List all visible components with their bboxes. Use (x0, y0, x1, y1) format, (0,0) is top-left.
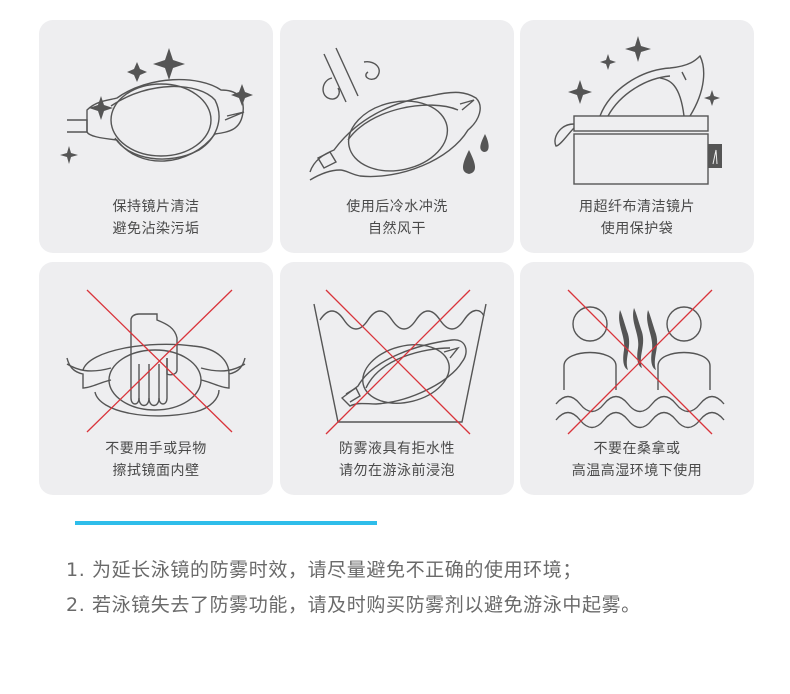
card-caption: 防雾液具有拒水性 请勿在游泳前浸泡 (339, 441, 455, 479)
card-caption: 使用后冷水冲洗 自然风干 (346, 199, 448, 237)
card-no-hand-wiping: 不要用手或异物 擦拭镜面内壁 (39, 262, 273, 495)
care-instructions-grid: 保持镜片清洁 避免沾染污垢 使用后冷水冲洗 自然风 (39, 20, 754, 495)
hand-wiping-lens-icon (66, 289, 246, 433)
note-item: 1. 为延长泳镜的防雾时效，请尽量避免不正确的使用环境； (66, 559, 582, 581)
card-caption: 保持镜片清洁 避免沾染污垢 (112, 199, 200, 237)
usage-notes: 1. 为延长泳镜的防雾时效，请尽量避免不正确的使用环境； 2. 若泳镜失去了防雾… (66, 553, 641, 623)
card-caption: 用超纤布清洁镜片 使用保护袋 (579, 199, 695, 237)
rinse-dry-goggle-icon (309, 47, 489, 181)
sauna-steam-icon (555, 289, 725, 435)
card-rinse-and-dry: 使用后冷水冲洗 自然风干 (280, 20, 514, 253)
card-cloth-and-pouch: 用超纤布清洁镜片 使用保护袋 (520, 20, 754, 253)
goggle-soaking-icon (313, 289, 487, 435)
sparkling-goggle-icon (60, 48, 253, 164)
card-caption: 不要在桑拿或 高温高湿环境下使用 (571, 441, 703, 479)
card-caption: 不要用手或异物 擦拭镜面内壁 (105, 441, 207, 479)
note-item: 2. 若泳镜失去了防雾功能，请及时购买防雾剂以避免游泳中起雾。 (66, 594, 641, 616)
card-keep-lens-clean: 保持镜片清洁 避免沾染污垢 (39, 20, 273, 253)
accent-divider (75, 521, 377, 525)
card-no-sauna: 不要在桑拿或 高温高湿环境下使用 (520, 262, 754, 495)
goggle-in-pouch-icon (554, 36, 722, 185)
card-no-soaking: 防雾液具有拒水性 请勿在游泳前浸泡 (280, 262, 514, 495)
